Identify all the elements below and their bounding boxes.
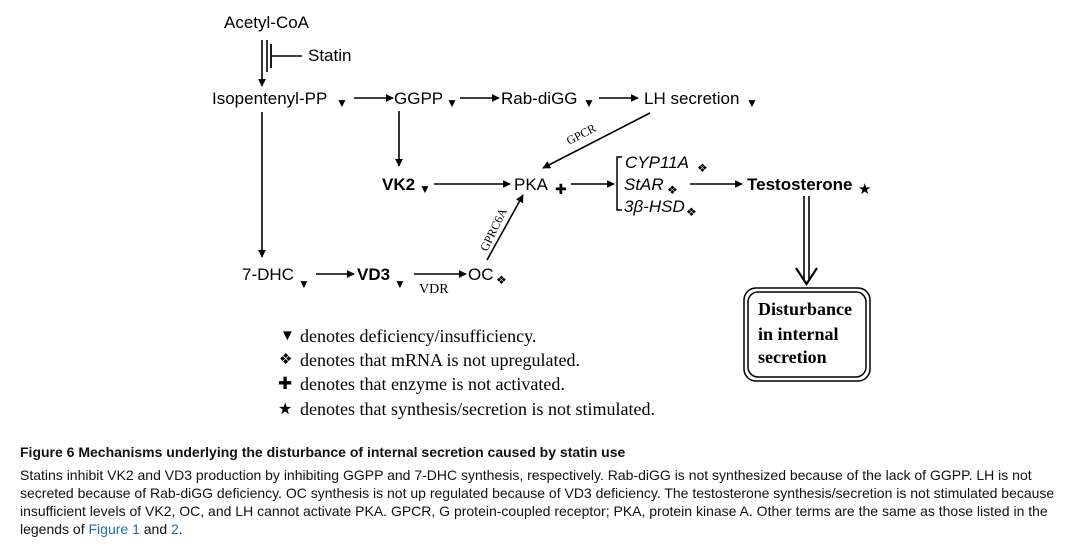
node-lh-secretion: LH secretion (644, 89, 739, 108)
deficiency-marker-vd3: ▼ (394, 277, 406, 291)
node-rab-digg: Rab-diGG (501, 89, 578, 108)
deficiency-marker-ggpp: ▼ (446, 96, 458, 110)
disturbance-line-1: Disturbance (758, 299, 852, 319)
edge-label-gprc6a: GPRC6A (477, 206, 510, 254)
synthesis-marker-testosterone: ★ (858, 181, 871, 198)
node-statin: Statin (308, 46, 351, 65)
mrna-marker-star: ❖ (667, 183, 678, 197)
caption-end: . (178, 521, 183, 537)
legend-text-synthesis: denotes that synthesis/secretion is not … (300, 399, 655, 419)
node-pka: PKA (514, 175, 549, 194)
mrna-marker-3b-hsd: ❖ (686, 205, 697, 219)
edge-label-gpcr: GPCR (564, 121, 598, 148)
disturbance-box-inner (747, 291, 867, 378)
legend-text-deficiency: denotes deficiency/insufficiency. (300, 326, 536, 346)
legend-symbol-mrna: ❖ (279, 351, 292, 368)
caption-body: Statins inhibit VK2 and VD3 production b… (20, 466, 1070, 538)
figure-caption: Figure 6 Mechanisms underlying the distu… (20, 443, 1070, 538)
arrow-lh-to-pka (542, 112, 651, 169)
deficiency-marker-7-dhc: ▼ (298, 277, 310, 291)
node-vk2: VK2 (382, 175, 415, 194)
legend-symbol-enzyme: ✚ (278, 374, 292, 393)
figure-2-link[interactable]: 2 (171, 521, 179, 537)
node-3b-hsd: 3β-HSD (624, 197, 685, 216)
legend: ▼ denotes deficiency/insufficiency. ❖ de… (278, 326, 655, 419)
deficiency-marker-isopentenyl-pp: ▼ (336, 96, 348, 110)
caption-and: and (139, 521, 171, 537)
mrna-marker-oc: ❖ (496, 273, 507, 287)
legend-text-mrna: denotes that mRNA is not upregulated. (300, 350, 580, 370)
node-acetyl-coa: Acetyl-CoA (224, 13, 310, 32)
figure-1-link[interactable]: Figure 1 (88, 521, 140, 537)
node-oc: OC (468, 265, 494, 284)
disturbance-box-outer (743, 287, 871, 382)
arrow-oc-to-pka (486, 194, 524, 261)
mrna-marker-cyp11a: ❖ (697, 161, 708, 175)
mechanism-diagram: Acetyl-CoA Statin Isopentenyl-PP GGPP Ra… (212, 13, 871, 419)
node-7-dhc: 7-DHC (242, 265, 294, 284)
deficiency-marker-rab-digg: ▼ (583, 96, 595, 110)
deficiency-marker-vk2: ▼ (419, 182, 431, 196)
node-cyp11a: CYP11A (625, 153, 689, 172)
arrow-testosterone-to-disturbance-head (795, 267, 818, 287)
deficiency-marker-lh: ▼ (746, 96, 758, 110)
node-testosterone: Testosterone (747, 175, 853, 194)
disturbance-line-3: secretion (758, 347, 827, 367)
enzyme-bracket (616, 156, 622, 211)
node-ggpp: GGPP (394, 89, 443, 108)
node-vd3: VD3 (357, 265, 390, 284)
legend-symbol-deficiency: ▼ (280, 327, 295, 344)
legend-text-enzyme: denotes that enzyme is not activated. (300, 374, 565, 394)
enzyme-marker-pka: ✚ (555, 181, 567, 197)
edge-label-vdr: VDR (419, 282, 449, 297)
node-isopentenyl-pp: Isopentenyl-PP (212, 89, 327, 108)
caption-title: Figure 6 Mechanisms underlying the distu… (20, 444, 626, 460)
disturbance-line-2: in internal (758, 324, 839, 344)
caption-body-text: Statins inhibit VK2 and VD3 production b… (20, 467, 1055, 537)
node-star: StAR (624, 175, 664, 194)
legend-symbol-synthesis: ★ (278, 401, 292, 418)
